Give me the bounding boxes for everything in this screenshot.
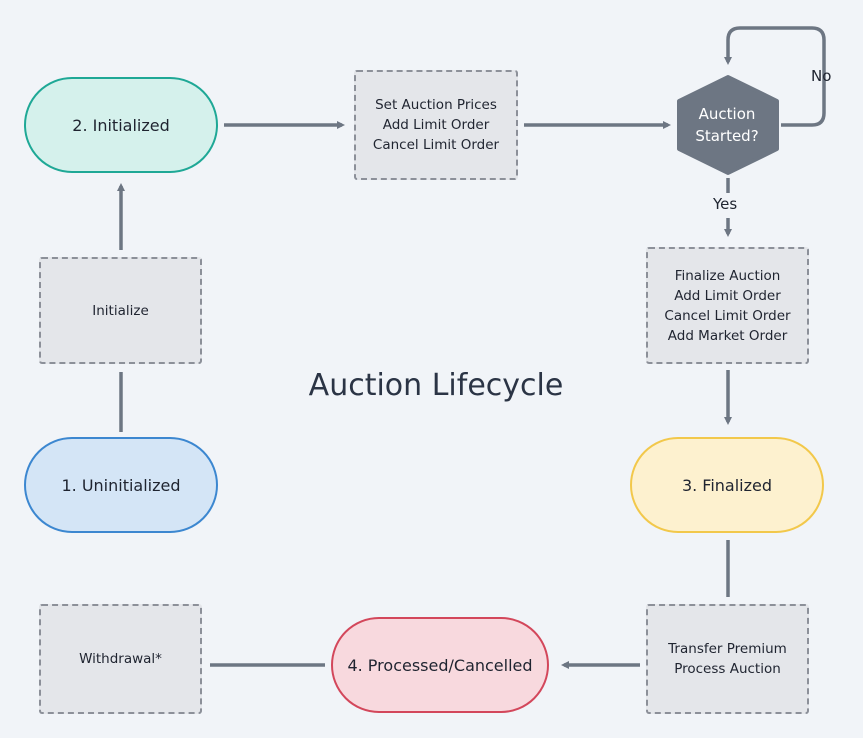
action-box-settle: Transfer Premium Process Auction bbox=[646, 604, 809, 714]
state-finalized: 3. Finalized bbox=[630, 437, 824, 533]
action-withdraw-line-1: Withdrawal* bbox=[79, 651, 162, 667]
diagram-title: Auction Lifecycle bbox=[308, 368, 564, 403]
action-pre-start-line-1: Set Auction Prices bbox=[375, 97, 497, 113]
state-initialized-label: 2. Initialized bbox=[72, 115, 170, 135]
state-finalized-label: 3. Finalized bbox=[681, 475, 773, 495]
edge-no-loop bbox=[724, 26, 826, 127]
state-processed: 4. Processed/Cancelled bbox=[331, 617, 549, 713]
action-settle-line-2: Process Auction bbox=[674, 661, 781, 677]
action-pre-start-line-2: Add Limit Order bbox=[382, 117, 490, 133]
action-post-start-line-4: Add Market Order bbox=[667, 327, 788, 344]
action-box-pre-start: Set Auction Prices Add Limit Order Cance… bbox=[354, 70, 518, 180]
action-initialize-line-1: Initialize bbox=[92, 302, 149, 319]
action-post-start-line-2: Add Limit Order bbox=[674, 287, 781, 304]
action-box-initialize: Initialize bbox=[39, 257, 202, 364]
action-box-post-start: Finalize Auction Add Limit Order Cancel … bbox=[646, 247, 809, 364]
state-uninitialized-label: 1. Uninitialized bbox=[61, 475, 181, 495]
state-initialized: 2. Initialized bbox=[24, 77, 218, 173]
decision-line-1: Auction bbox=[698, 105, 756, 123]
action-post-start-line-1: Finalize Auction bbox=[674, 267, 781, 284]
edge-label-no: No bbox=[811, 67, 832, 85]
decision-label: Auction Started? bbox=[677, 77, 777, 173]
action-settle-line-1: Transfer Premium bbox=[668, 641, 787, 657]
edge-label-yes: Yes bbox=[713, 195, 738, 213]
action-pre-start-line-3: Cancel Limit Order bbox=[372, 137, 500, 153]
decision-hexagon bbox=[677, 75, 779, 175]
action-post-start-line-3: Cancel Limit Order bbox=[664, 307, 791, 324]
state-uninitialized: 1. Uninitialized bbox=[24, 437, 218, 533]
state-processed-label: 4. Processed/Cancelled bbox=[347, 655, 533, 675]
decision-line-2: Started? bbox=[695, 127, 759, 145]
action-box-withdraw: Withdrawal* bbox=[39, 604, 202, 714]
